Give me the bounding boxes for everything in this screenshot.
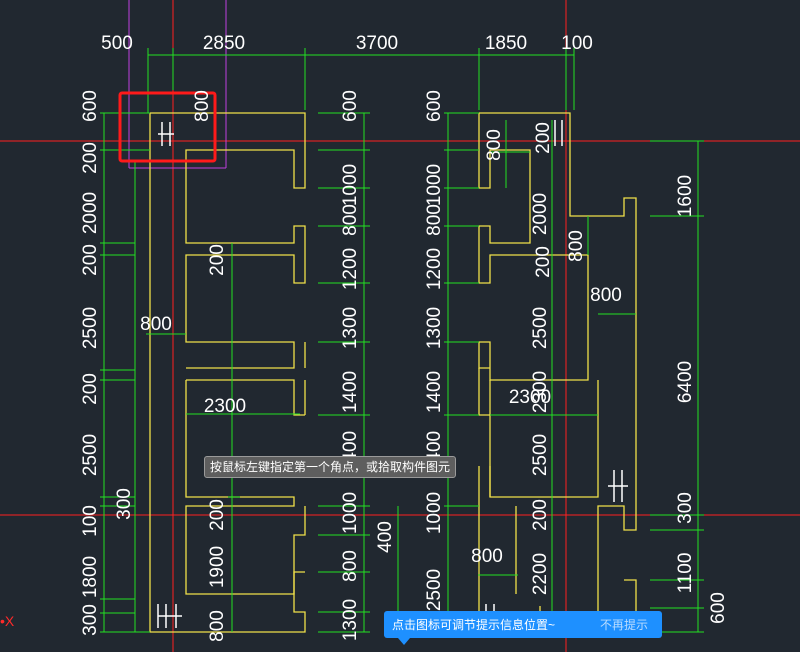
dim-label-mid: 1200	[340, 248, 361, 290]
dim-label-mid: 400	[375, 521, 396, 553]
dim-label-left: 2500	[80, 434, 101, 476]
dim-label-inner: 1900	[207, 546, 228, 588]
dim-label-mid: 1000	[340, 164, 361, 206]
dim-label-mid: 1000	[340, 492, 361, 534]
dim-label-right: 300	[675, 492, 696, 524]
column-symbol-bottom-left	[157, 604, 182, 628]
dim-label-mid: 800	[424, 204, 445, 236]
dim-label-left: 600	[80, 90, 101, 122]
dim-label-mid: 1200	[424, 248, 445, 290]
dim-label-top: 500	[101, 33, 133, 54]
dim-label-mid: 800	[340, 204, 361, 236]
dim-label-inner: 2300	[509, 387, 551, 408]
dim-label-inner: 800	[140, 314, 172, 335]
dim-label-left: 300	[80, 604, 101, 636]
dim-label-right: 1100	[675, 553, 696, 594]
dim-label-top: 100	[561, 33, 593, 54]
dim-label-inner: 800	[471, 546, 503, 567]
dim-label-left: 2500	[80, 307, 101, 349]
dim-label-left: 200	[80, 142, 101, 174]
dim-label-mid: 1300	[424, 307, 445, 349]
dim-label-inner: 2300	[204, 396, 246, 417]
dim-label-mid: 600	[424, 90, 445, 122]
dim-label-inner: 2300	[530, 371, 551, 413]
dim-label-mid: 600	[340, 90, 361, 122]
dim-label-top: 3700	[356, 33, 398, 54]
selection-box[interactable]	[118, 91, 217, 163]
dim-label-mid: 1000	[424, 492, 445, 534]
dimension-labels: 500 2850 3700 1850 100 600 200 2000 200 2500 200 25…	[80, 33, 729, 642]
dim-label-inner: 200	[533, 246, 554, 278]
dim-label-inner: 2200	[530, 553, 551, 595]
dim-label-inner: 800	[192, 90, 213, 122]
axis-arrow-icon: •	[0, 613, 5, 629]
dim-label-top: 1850	[485, 33, 527, 54]
dim-label-right: 6400	[675, 361, 696, 403]
dimension-lines	[100, 48, 704, 633]
dim-label-inner: 200	[530, 499, 551, 531]
column-symbol-top-left	[158, 122, 174, 146]
dim-label-mid: 1300	[340, 599, 361, 641]
dim-label-inner: 200	[207, 499, 228, 531]
column-symbol-mid-right	[608, 470, 628, 502]
dim-label-inner: 2000	[530, 193, 551, 235]
dim-label-left: 100	[80, 505, 101, 537]
dim-label-top: 2850	[203, 33, 245, 54]
dim-label-inner: 800	[484, 129, 505, 161]
dim-label-mid: 1400	[424, 371, 445, 413]
dim-label-inner: 800	[590, 285, 622, 306]
dim-label-inner: 2500	[530, 434, 551, 476]
dim-label-left: 300	[114, 488, 135, 520]
dim-label-inner: 2500	[530, 307, 551, 349]
dim-label-left: 200	[80, 373, 101, 405]
hint-pointer-icon[interactable]	[398, 638, 410, 645]
dim-label-mid: 1400	[340, 371, 361, 413]
dim-label-mid: 1300	[340, 307, 361, 349]
magenta-guides	[128, 0, 227, 169]
dim-label-inner: 800	[207, 610, 228, 642]
dim-label-inner: 200	[207, 244, 228, 276]
dim-label-mid: 2500	[424, 569, 445, 611]
dim-label-left: 1800	[80, 556, 101, 598]
dim-label-right: 600	[708, 592, 729, 624]
dim-label-inner: 800	[566, 230, 587, 262]
axis-label: X	[4, 613, 15, 629]
dim-label-left: 200	[80, 244, 101, 276]
column-symbol-top-right	[554, 120, 563, 146]
hint-message: 点击图标可调节提示信息位置~	[392, 618, 556, 632]
hint-bar[interactable]: 点击图标可调节提示信息位置~ 不再提示	[384, 611, 662, 638]
dim-label-mid: 1000	[424, 164, 445, 206]
dim-label-inner: 200	[533, 122, 554, 154]
dim-label-right: 1600	[675, 175, 696, 217]
cursor-tooltip: 按鼠标左键指定第一个角点，或拾取构件图元	[204, 456, 457, 478]
x-axis-indicator: •X	[0, 613, 14, 629]
dim-label-left: 2000	[80, 192, 101, 234]
dismiss-hint-button[interactable]: 不再提示	[599, 618, 648, 632]
dim-label-mid: 800	[340, 550, 361, 582]
